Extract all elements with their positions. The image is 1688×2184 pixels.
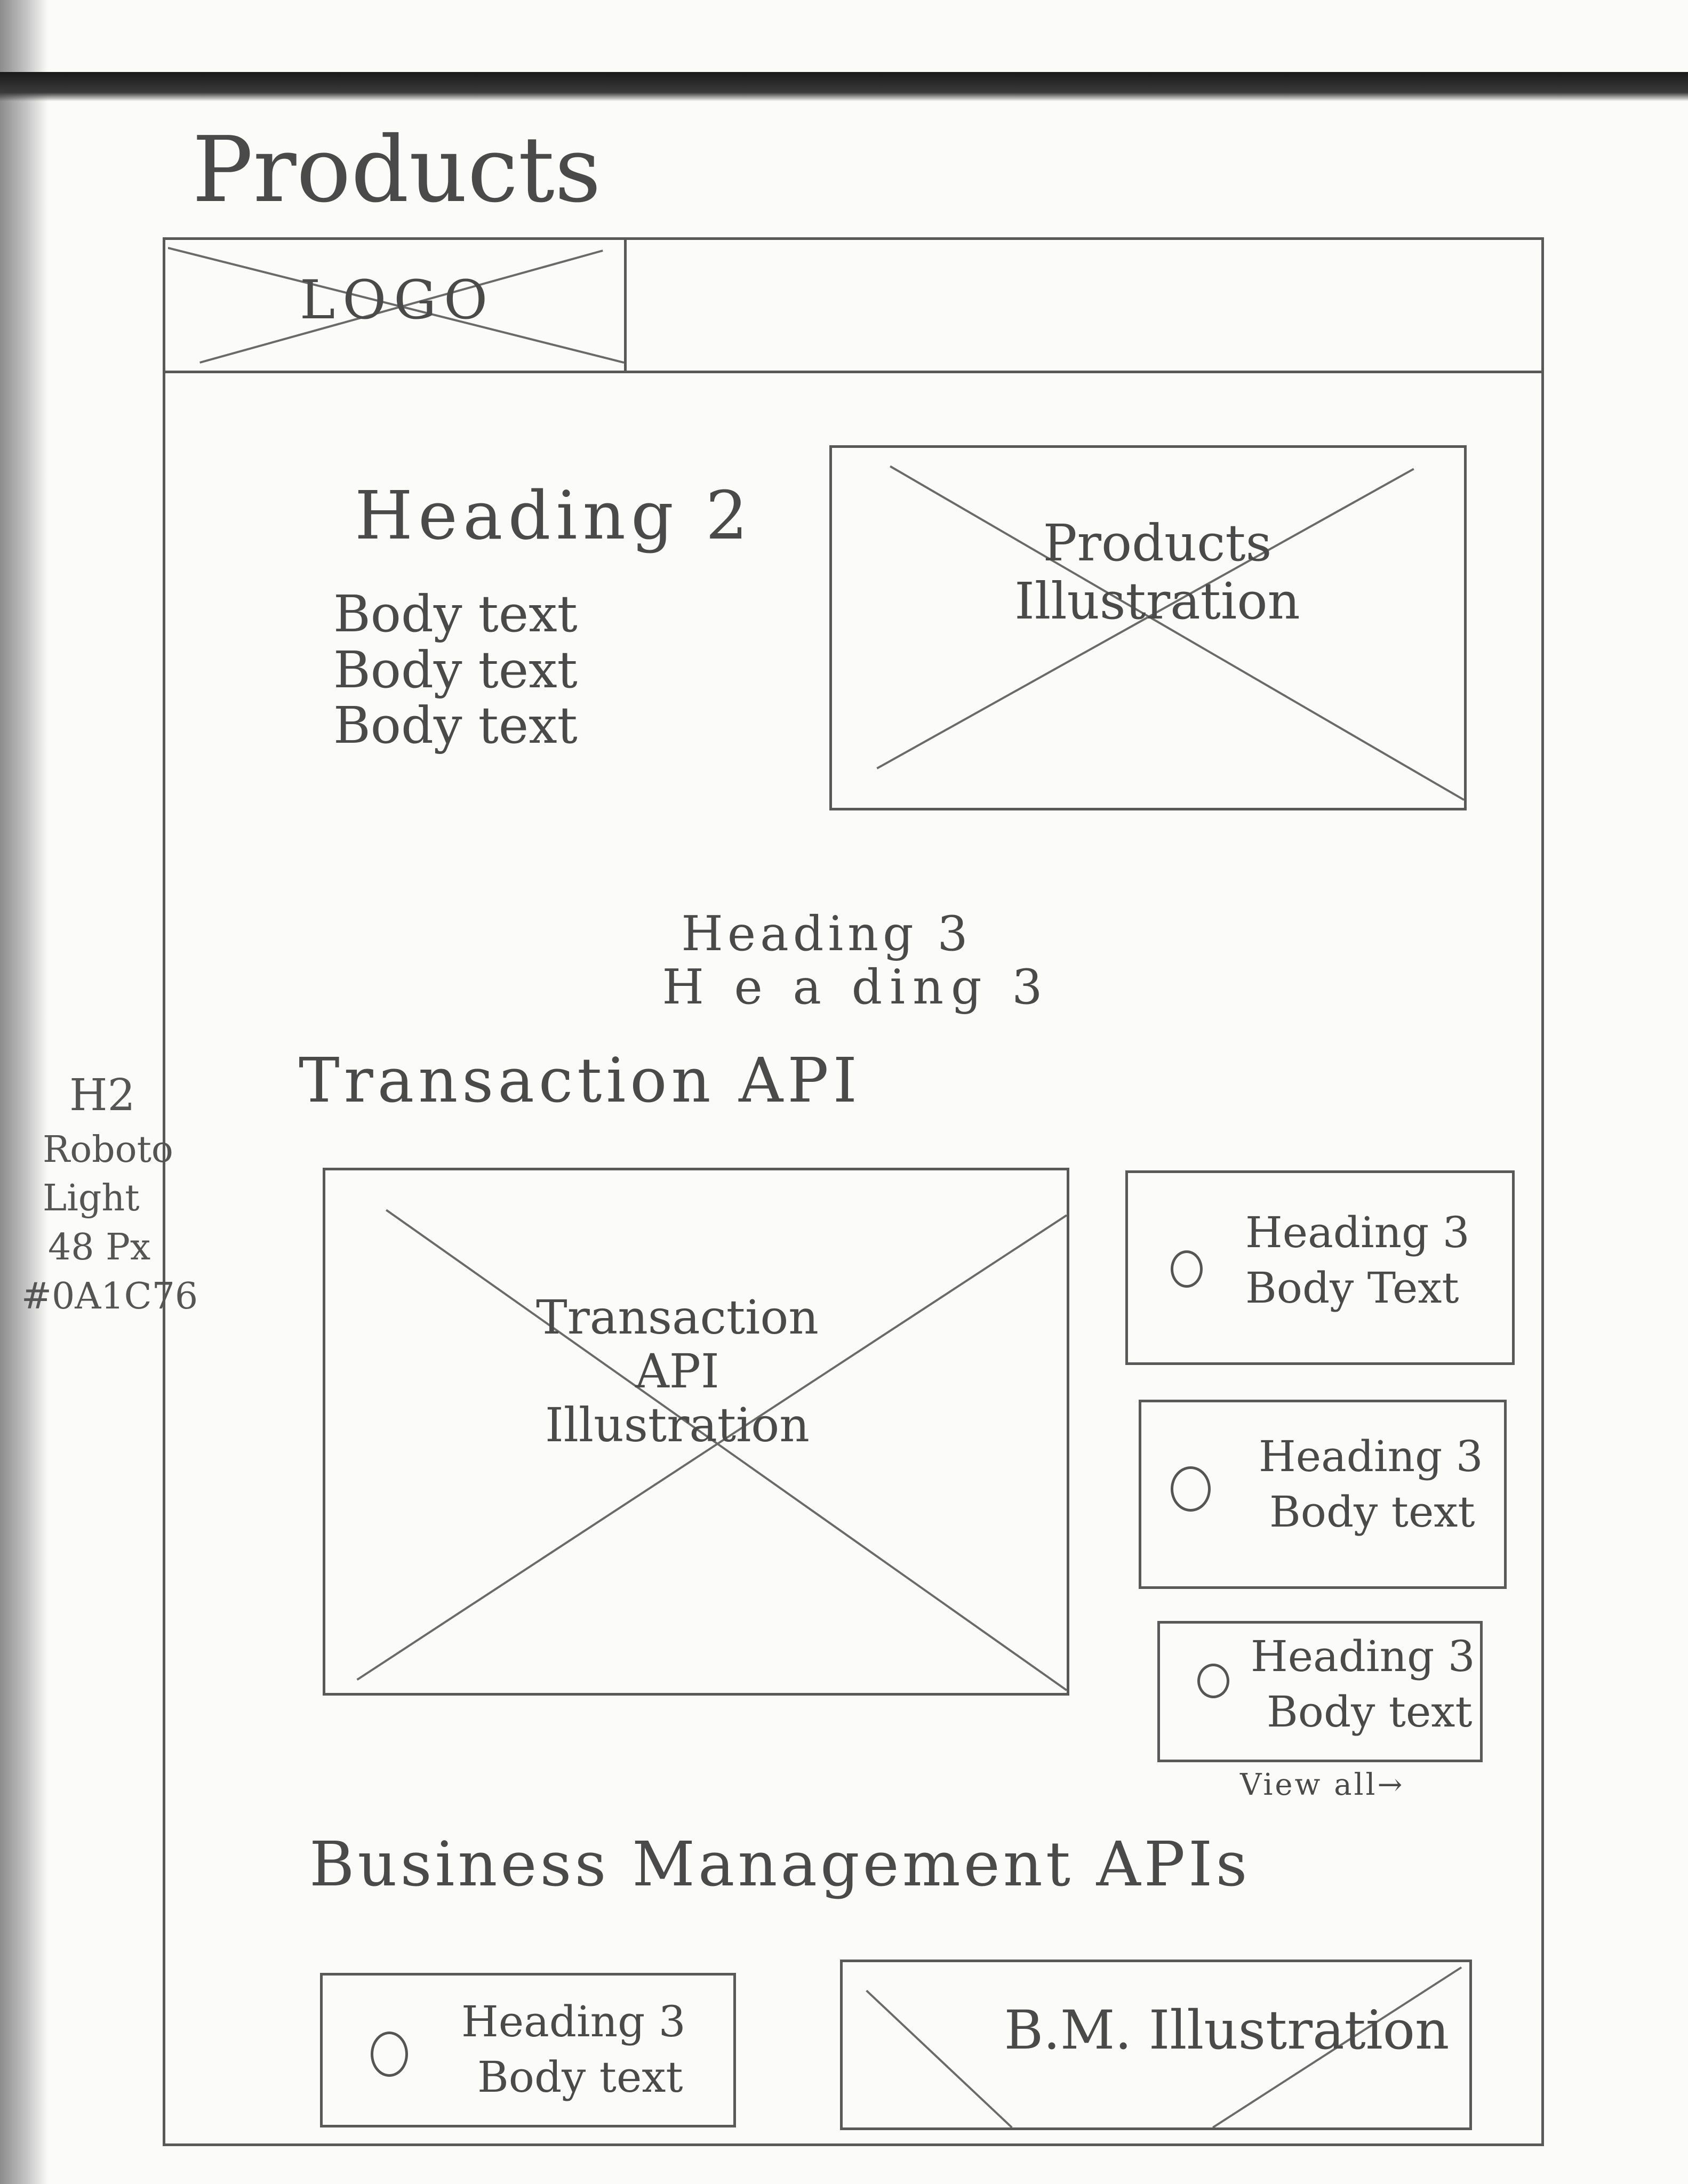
image-placeholder-icon bbox=[876, 465, 1464, 801]
products-illustration: Products Illustration bbox=[829, 445, 1467, 810]
transaction-card[interactable]: Heading 3 Body text bbox=[1139, 1400, 1507, 1589]
hero-body: Body text Body text Body text bbox=[333, 587, 578, 754]
card-icon bbox=[371, 2032, 408, 2077]
transaction-card[interactable]: Heading 3 Body text bbox=[1157, 1621, 1483, 1762]
business-section-title: Business Management APIs bbox=[309, 1829, 1251, 1900]
image-placeholder-icon bbox=[356, 1209, 1067, 1691]
card-body: Body text bbox=[1267, 1687, 1473, 1737]
transaction-illustration-label: Transaction API Illustration bbox=[536, 1290, 819, 1453]
page-top-edge bbox=[0, 72, 1688, 101]
business-illustration-label: B.M. Illustration bbox=[1004, 1999, 1450, 2061]
card-icon bbox=[1171, 1466, 1211, 1512]
transaction-section-title: Transaction API bbox=[299, 1045, 861, 1117]
card-body: Body text bbox=[1269, 1487, 1475, 1537]
hero-body-line: Body text bbox=[333, 585, 578, 644]
card-icon bbox=[1197, 1664, 1229, 1698]
business-illustration: B.M. Illustration bbox=[840, 1960, 1472, 2130]
page-shadow bbox=[0, 0, 48, 2184]
hero-heading: Heading 2 bbox=[355, 477, 754, 555]
hero-body-line: Body text bbox=[333, 696, 578, 755]
annotation-line: Light bbox=[43, 1177, 140, 1220]
typography-annotation: H2 Roboto Light 48 Px #0A1C76 bbox=[21, 1066, 198, 1321]
section-heading-3-spaced: H e a ding 3 bbox=[662, 959, 1050, 1015]
card-heading: Heading 3 bbox=[1245, 1208, 1470, 1257]
annotation-line: Roboto bbox=[43, 1128, 173, 1171]
image-placeholder-icon bbox=[866, 1966, 1462, 2127]
view-all-link[interactable]: View all→ bbox=[1240, 1768, 1405, 1802]
annotation-line: #0A1C76 bbox=[21, 1275, 198, 1318]
logo-cross-icon bbox=[168, 247, 624, 364]
section-heading-3: Heading 3 bbox=[681, 906, 972, 962]
hero-body-line: Body text bbox=[333, 640, 578, 700]
card-body: Body text bbox=[477, 2052, 683, 2102]
annotation-line: H2 bbox=[69, 1070, 135, 1121]
page-title: Products bbox=[192, 117, 602, 223]
business-card[interactable]: Heading 3 Body text bbox=[320, 1973, 736, 2127]
logo-label: LOGO bbox=[299, 269, 495, 331]
card-icon bbox=[1171, 1250, 1203, 1288]
card-text: Heading 3 Body text bbox=[461, 1994, 686, 2105]
card-text: Heading 3 Body text bbox=[1251, 1629, 1475, 1740]
card-heading: Heading 3 bbox=[1259, 1432, 1483, 1481]
card-heading: Heading 3 bbox=[461, 1997, 686, 2046]
annotation-line: 48 Px bbox=[48, 1226, 151, 1269]
card-body: Body Text bbox=[1245, 1263, 1459, 1313]
card-text: Heading 3 Body Text bbox=[1245, 1205, 1470, 1316]
products-illustration-label: Products Illustration bbox=[1014, 514, 1300, 631]
logo-placeholder[interactable]: LOGO bbox=[168, 240, 627, 371]
transaction-card[interactable]: Heading 3 Body Text bbox=[1125, 1170, 1515, 1365]
header-bar bbox=[163, 237, 1544, 373]
card-heading: Heading 3 bbox=[1251, 1632, 1475, 1681]
card-text: Heading 3 Body text bbox=[1259, 1429, 1483, 1540]
transaction-illustration: Transaction API Illustration bbox=[323, 1168, 1069, 1696]
